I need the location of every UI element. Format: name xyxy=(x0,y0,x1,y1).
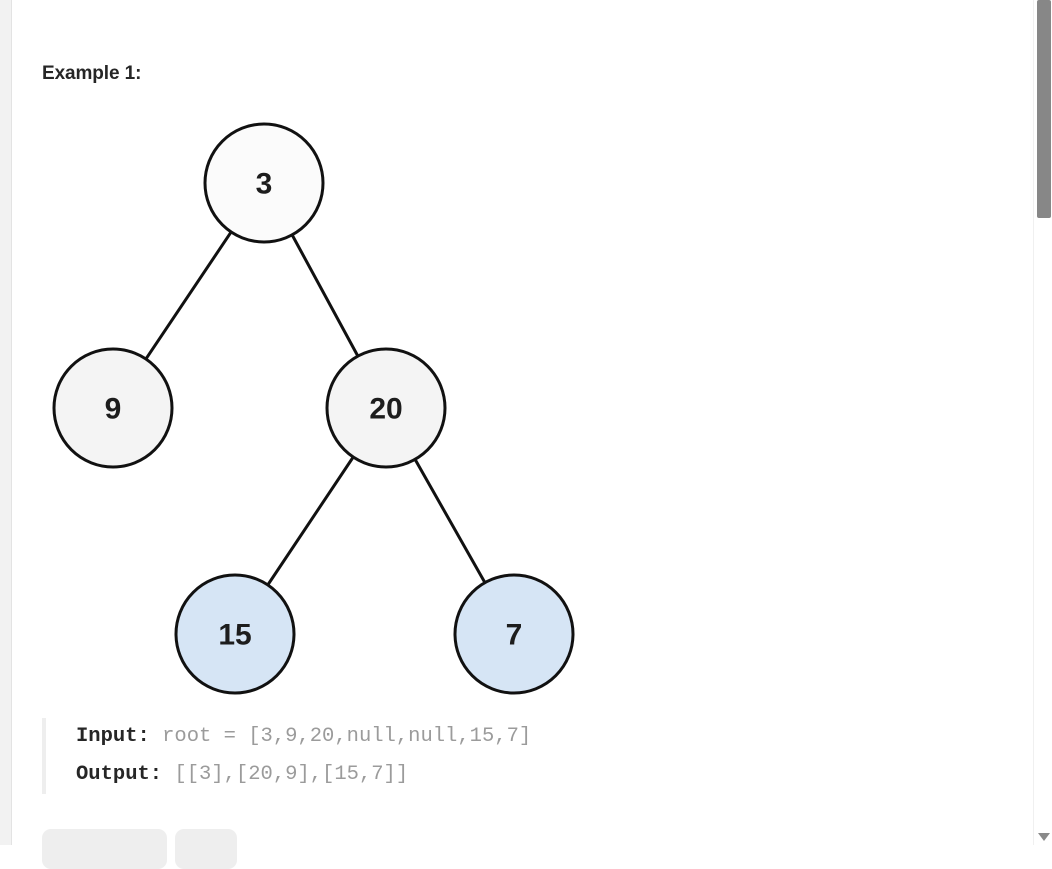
tree-node: 20 xyxy=(325,347,447,469)
tree-node-group: 3 9 20 15 7 xyxy=(52,122,575,695)
tree-node-label: 7 xyxy=(506,619,523,652)
tree-svg: 3 9 20 15 7 xyxy=(52,122,575,695)
bottom-button-bar xyxy=(42,829,237,869)
tree-edge xyxy=(289,231,361,360)
output-label: Output: xyxy=(76,763,163,786)
scrollbar-thumb[interactable] xyxy=(1037,0,1051,218)
input-value: root = [3,9,20,null,null,15,7] xyxy=(149,725,532,748)
bottom-secondary-button[interactable] xyxy=(175,829,237,869)
chevron-down-icon[interactable] xyxy=(1038,833,1050,841)
example-code-block: Input: root = [3,9,20,null,null,15,7] Ou… xyxy=(42,718,942,794)
tree-node-label: 15 xyxy=(218,619,251,652)
tree-edge xyxy=(412,456,488,586)
tree-node-circle xyxy=(203,122,325,244)
binary-tree-diagram: 3 9 20 15 7 xyxy=(13,100,633,710)
tree-node: 7 xyxy=(453,573,575,695)
tree-node-label: 20 xyxy=(369,393,402,426)
tree-edge-group xyxy=(143,228,488,589)
bottom-primary-button[interactable] xyxy=(42,829,167,869)
tree-node: 9 xyxy=(52,347,174,469)
tree-node-label: 9 xyxy=(105,393,122,426)
vertical-scrollbar[interactable] xyxy=(1033,0,1052,845)
tree-node-circle xyxy=(453,573,575,695)
tree-edge xyxy=(265,453,356,589)
left-gutter xyxy=(0,0,12,845)
tree-edge xyxy=(143,228,234,363)
input-label: Input: xyxy=(76,725,150,748)
code-line-input: Input: root = [3,9,20,null,null,15,7] xyxy=(76,718,942,756)
tree-node-circle xyxy=(325,347,447,469)
output-value: [[3],[20,9],[15,7]] xyxy=(162,763,409,786)
content-column: Example 1: 3 9 20 15 7 Input: root = [3,9,20… xyxy=(13,0,1033,869)
page-title: Example 1: xyxy=(42,63,142,84)
tree-node: 15 xyxy=(174,573,296,695)
code-line-output: Output: [[3],[20,9],[15,7]] xyxy=(76,756,942,794)
tree-node-circle xyxy=(174,573,296,695)
tree-node-circle xyxy=(52,347,174,469)
tree-node: 3 xyxy=(203,122,325,244)
tree-node-label: 3 xyxy=(256,168,273,201)
